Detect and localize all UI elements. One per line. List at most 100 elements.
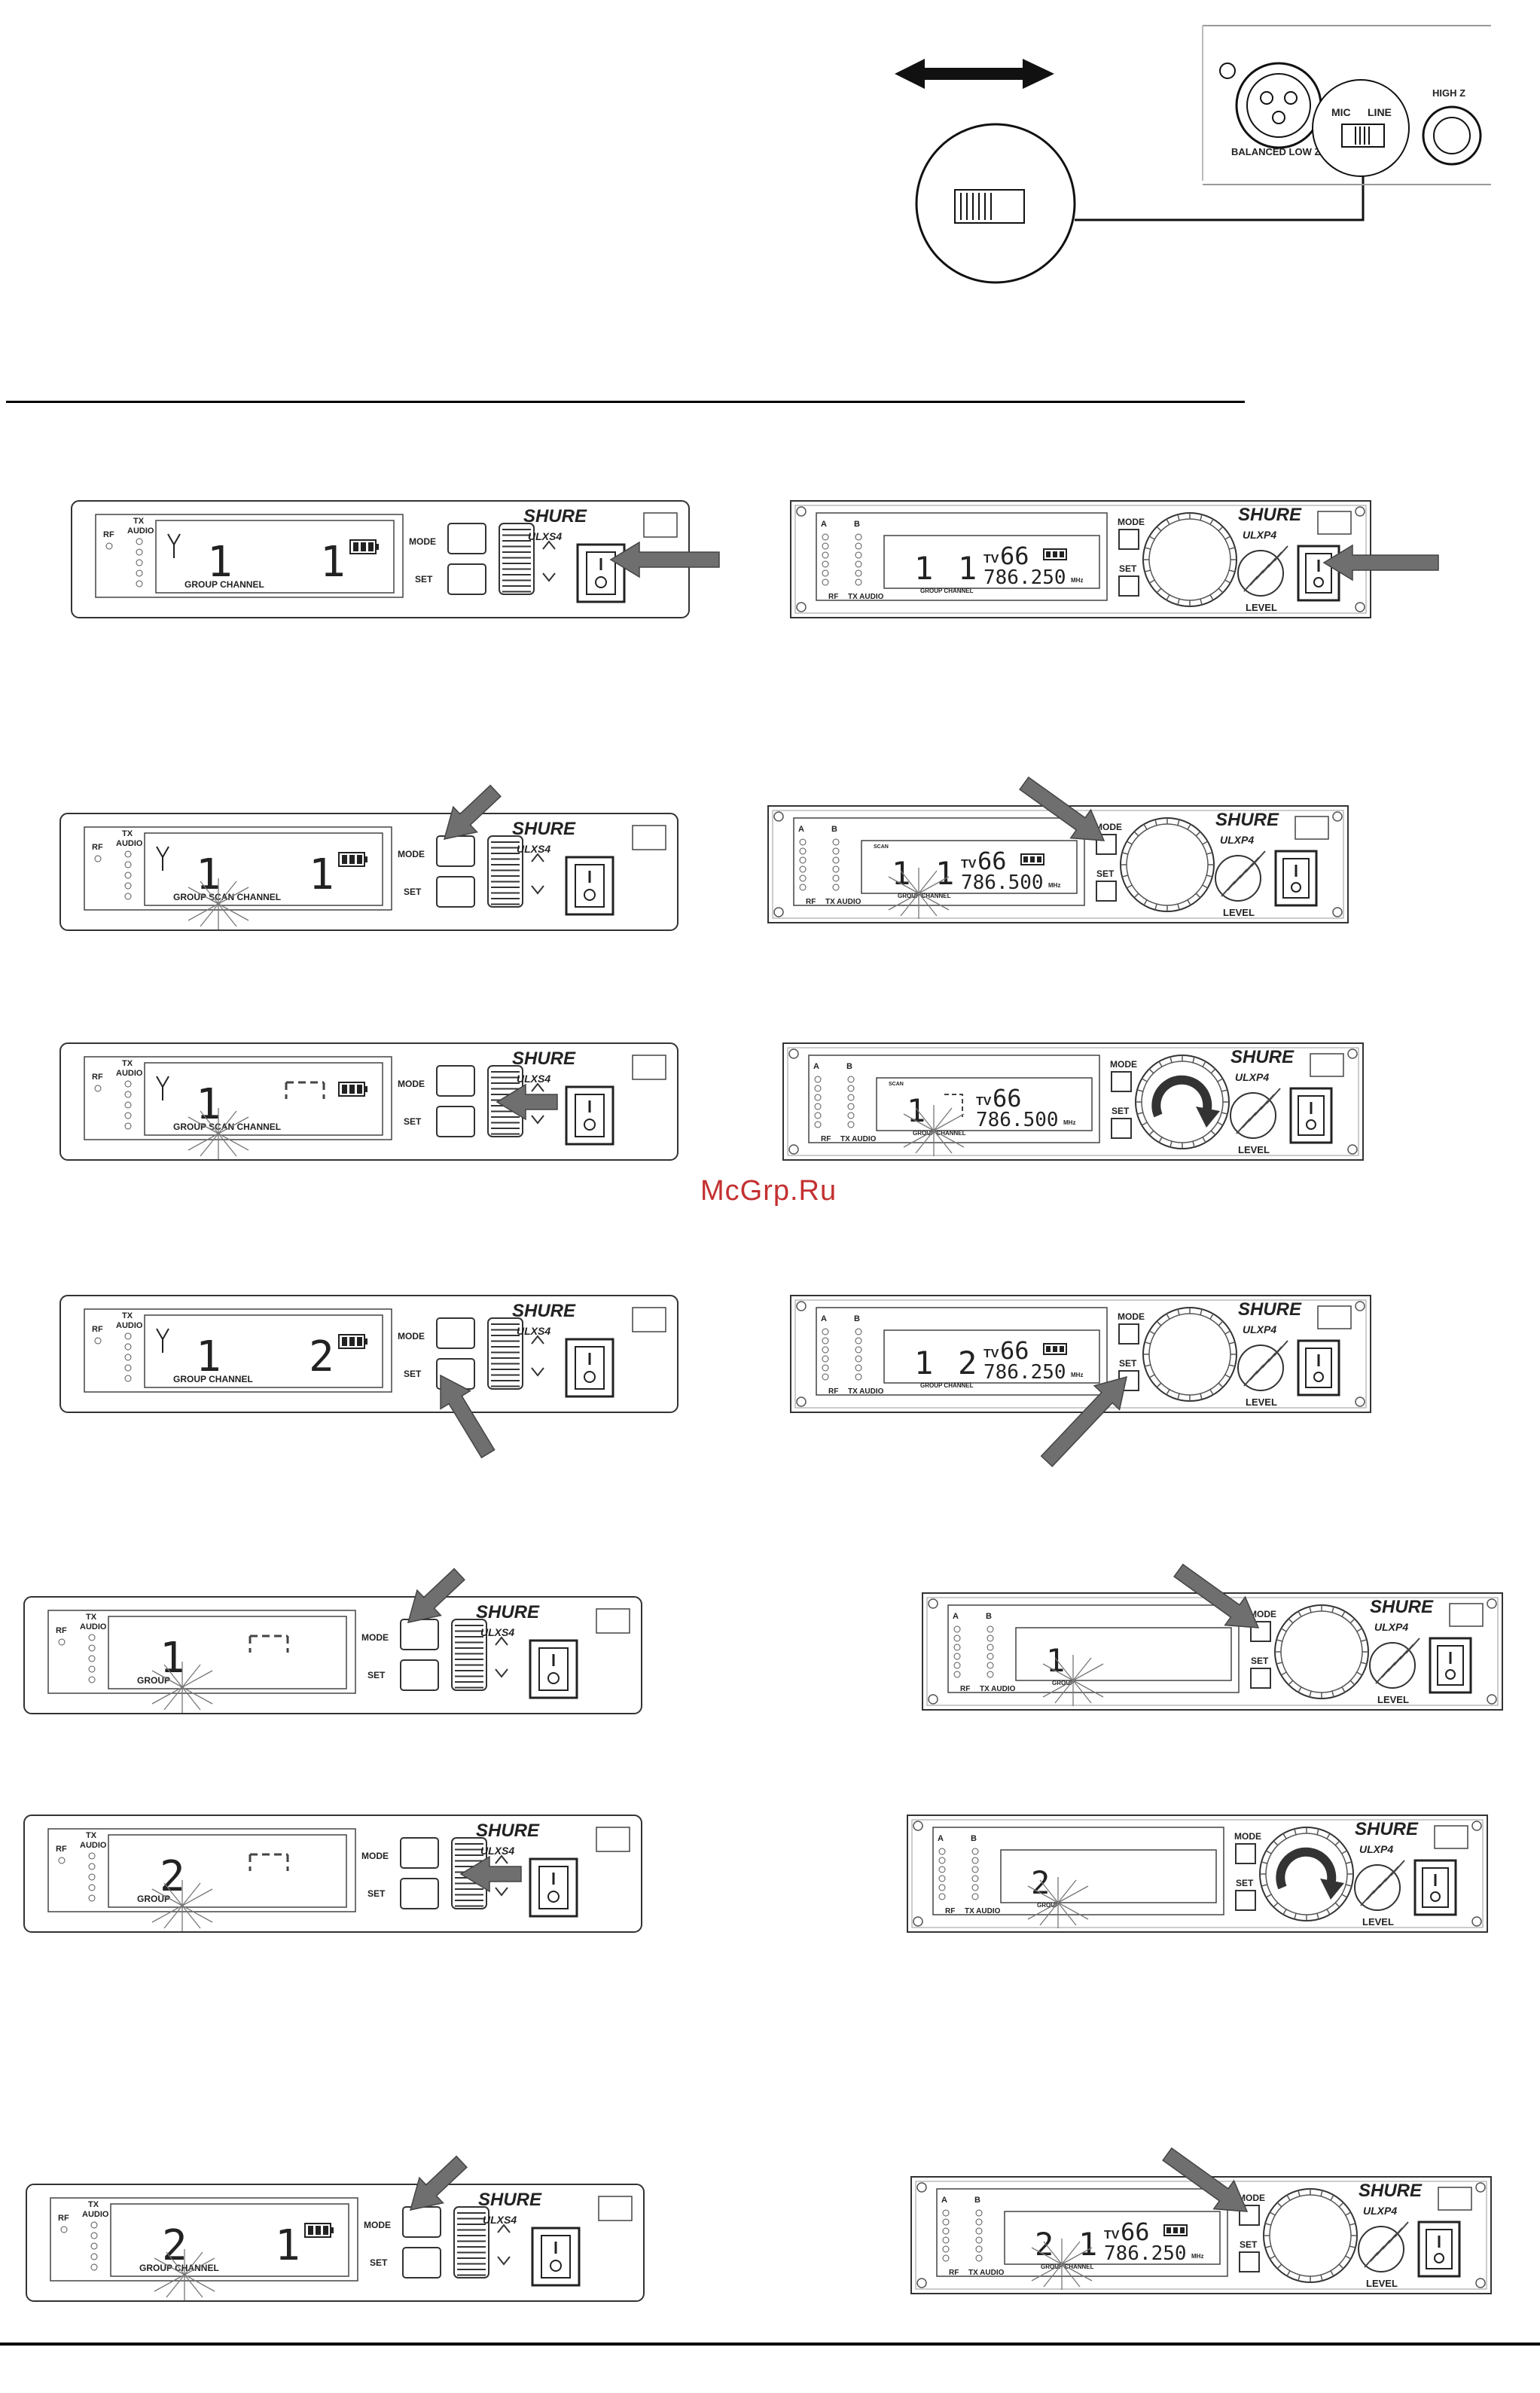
mode-button[interactable] bbox=[402, 2206, 441, 2238]
power-switch[interactable] bbox=[565, 1338, 614, 1398]
jog-dial[interactable] bbox=[1135, 1055, 1230, 1149]
level-knob[interactable] bbox=[1358, 2221, 1409, 2272]
set-button[interactable] bbox=[402, 2247, 441, 2279]
mode-label: MODE bbox=[1238, 2193, 1265, 2203]
flashing-indicator-icon bbox=[1042, 1655, 1104, 1706]
rf-label: RF bbox=[960, 1685, 970, 1693]
power-switch[interactable] bbox=[565, 856, 614, 916]
mode-button[interactable] bbox=[436, 835, 475, 867]
level-knob[interactable] bbox=[1237, 1340, 1288, 1391]
audio-led bbox=[90, 2221, 98, 2229]
a-label: A bbox=[821, 1314, 827, 1323]
level-knob[interactable] bbox=[1215, 850, 1266, 902]
set-button[interactable] bbox=[1118, 575, 1139, 597]
power-switch[interactable] bbox=[1413, 1859, 1457, 1916]
up-arrow-icon bbox=[497, 2224, 511, 2233]
mode-button[interactable] bbox=[436, 1317, 475, 1349]
rack-screw-icon bbox=[796, 1301, 807, 1311]
down-arrow-icon bbox=[497, 2256, 511, 2266]
shure-logo: SHURE bbox=[512, 1048, 576, 1069]
jog-dial[interactable] bbox=[1142, 512, 1237, 607]
set-button[interactable] bbox=[400, 1878, 439, 1909]
lcd-display bbox=[144, 1314, 383, 1388]
set-button[interactable] bbox=[436, 876, 475, 908]
control-wheel[interactable] bbox=[487, 835, 523, 908]
jog-dial[interactable] bbox=[1142, 1307, 1237, 1402]
tv-label: TV bbox=[1104, 2229, 1120, 2242]
set-button[interactable] bbox=[436, 1106, 475, 1137]
mode-button[interactable] bbox=[1118, 1323, 1139, 1345]
power-switch[interactable] bbox=[529, 1639, 578, 1699]
lcd-display bbox=[108, 1616, 347, 1689]
power-switch[interactable] bbox=[576, 543, 626, 603]
power-switch[interactable] bbox=[1297, 545, 1340, 602]
mode-button[interactable] bbox=[1235, 1843, 1256, 1864]
jog-dial[interactable] bbox=[1120, 817, 1215, 912]
set-button[interactable] bbox=[400, 1659, 439, 1691]
mode-button[interactable] bbox=[1096, 834, 1117, 855]
mode-label: MODE bbox=[1249, 1609, 1276, 1619]
power-switch[interactable] bbox=[531, 2227, 581, 2287]
rotate-arrow-icon bbox=[1276, 1847, 1344, 1900]
audio-led bbox=[90, 2253, 98, 2260]
audio-led bbox=[88, 1894, 96, 1902]
jog-dial[interactable] bbox=[1259, 1827, 1354, 1921]
set-button[interactable] bbox=[1096, 881, 1117, 902]
lcd-labels: GROUP bbox=[137, 1894, 170, 1904]
rf-label: RF bbox=[56, 1626, 67, 1635]
power-switch[interactable] bbox=[1417, 2221, 1461, 2278]
control-wheel[interactable] bbox=[453, 2206, 489, 2279]
set-button[interactable] bbox=[1239, 2251, 1260, 2272]
audio-led bbox=[124, 1375, 132, 1382]
set-button[interactable] bbox=[1250, 1668, 1271, 1689]
control-wheel[interactable] bbox=[487, 1317, 523, 1390]
model-label: ULXP4 bbox=[1243, 529, 1276, 541]
power-switch[interactable] bbox=[1274, 850, 1318, 907]
tv-label: TV bbox=[983, 1348, 999, 1360]
mode-button[interactable] bbox=[1118, 529, 1139, 550]
set-button[interactable] bbox=[447, 563, 486, 595]
mode-button[interactable] bbox=[447, 523, 486, 554]
level-knob[interactable] bbox=[1230, 1088, 1281, 1139]
tv-label: TV bbox=[961, 858, 977, 871]
level-knob[interactable] bbox=[1237, 545, 1288, 597]
control-wheel[interactable] bbox=[499, 523, 535, 595]
power-switch[interactable] bbox=[529, 1857, 578, 1918]
model-label: ULXP4 bbox=[1220, 834, 1254, 846]
b-label: B bbox=[831, 825, 837, 834]
audio-led bbox=[90, 2232, 98, 2239]
lcd-labels: GROUP SCAN CHANNEL bbox=[173, 892, 281, 902]
power-switch[interactable] bbox=[1429, 1637, 1472, 1694]
set-button[interactable] bbox=[1235, 1890, 1256, 1911]
rack-screw-icon bbox=[796, 602, 807, 612]
power-switch[interactable] bbox=[1289, 1087, 1333, 1144]
rack-screw-icon bbox=[788, 1144, 799, 1155]
rack-screw-icon bbox=[796, 1396, 807, 1407]
mode-button[interactable] bbox=[400, 1619, 439, 1650]
jog-dial[interactable] bbox=[1263, 2188, 1358, 2283]
audio-label: AUDIO bbox=[116, 839, 143, 848]
level-knob[interactable] bbox=[1369, 1638, 1420, 1689]
pointer-arrow-icon bbox=[440, 1374, 496, 1459]
mode-button[interactable] bbox=[436, 1065, 475, 1097]
rack-screw-icon bbox=[913, 1916, 923, 1927]
mode-button[interactable] bbox=[1111, 1071, 1132, 1092]
rf-label: RF bbox=[949, 2269, 959, 2277]
set-button[interactable] bbox=[1111, 1118, 1132, 1139]
tx-audio-label: TX AUDIO bbox=[840, 1135, 877, 1143]
lcd-labels: GROUP bbox=[137, 1675, 170, 1686]
flashing-indicator-icon bbox=[888, 868, 950, 919]
mode-button[interactable] bbox=[400, 1837, 439, 1869]
model-label: ULXS4 bbox=[480, 1845, 514, 1857]
control-wheel[interactable] bbox=[451, 1619, 487, 1691]
audio-led bbox=[124, 1364, 132, 1372]
model-label: ULXS4 bbox=[517, 1325, 550, 1337]
mic-label: MIC bbox=[1331, 106, 1351, 118]
level-knob[interactable] bbox=[1354, 1860, 1405, 1911]
power-switch[interactable] bbox=[565, 1085, 614, 1146]
group-number: 1 bbox=[914, 1345, 933, 1381]
power-switch[interactable] bbox=[1297, 1339, 1340, 1396]
lcd-display bbox=[883, 1329, 1100, 1384]
jog-dial[interactable] bbox=[1274, 1604, 1369, 1699]
